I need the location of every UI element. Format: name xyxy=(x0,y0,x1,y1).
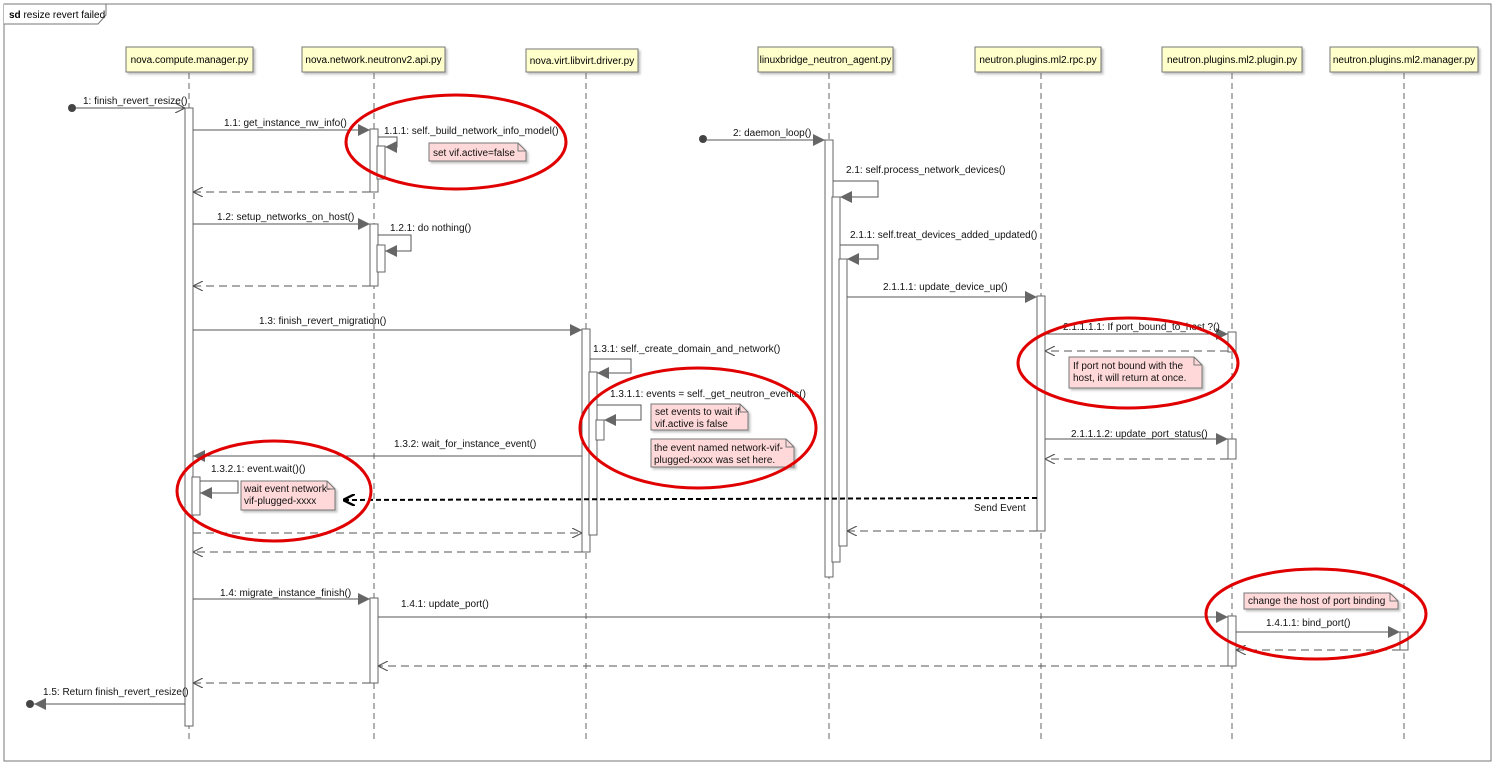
highlight-event-wait xyxy=(175,439,373,543)
lifeline-ml2-plugin-label: neutron.plugins.ml2.plugin.py xyxy=(1167,55,1297,66)
note-wait-event xyxy=(240,480,336,511)
highlight-bind-port xyxy=(1204,567,1428,661)
msg-process-network-devices xyxy=(833,180,879,203)
label-m1: 1: finish_revert_resize() xyxy=(83,96,187,107)
label-m1-4-1-1: 1.4.1.1: bind_port() xyxy=(1266,618,1351,629)
label-m1-2-1: 1.2.1: do nothing() xyxy=(390,223,471,234)
activation-bars xyxy=(184,107,1409,727)
lifeline-headers: nova.compute.manager.py nova.network.neu… xyxy=(125,46,1479,73)
lifeline-ml2-plugin-box xyxy=(1161,46,1303,73)
note-event-named-line-2: plugged-xxxx was set here. xyxy=(654,455,775,466)
msg-get-neutron-events xyxy=(597,404,642,426)
note-port-not-bound-line-2: host, it will return at once. xyxy=(1073,373,1186,384)
msg-do-nothing xyxy=(378,234,412,257)
label-m1-4: 1.4: migrate_instance_finish() xyxy=(220,588,351,599)
label-m2-1: 2.1: self.process_network_devices() xyxy=(846,165,1006,176)
return-messages xyxy=(193,192,1400,683)
notes: set vif.active=false If port not bound w… xyxy=(240,142,1399,610)
note-set-events xyxy=(650,403,749,431)
lifeline-ml2-rpc-box xyxy=(974,46,1102,73)
lifeline-network-api-box xyxy=(301,46,446,73)
message-labels: 1: finish_revert_resize() 1.1: get_insta… xyxy=(43,96,1351,698)
label-m2-1-1-1-1: 2.1.1.1.1: If port_bound_to_host ?() xyxy=(1063,322,1220,333)
label-m1-2: 1.2: setup_networks_on_host() xyxy=(217,212,354,223)
msg-event-wait xyxy=(200,480,239,499)
label-m1-3-2: 1.3.2: wait_for_instance_event() xyxy=(394,439,536,450)
msg-send-event xyxy=(343,498,1038,500)
lifeline-libvirt-driver-label: nova.virt.libvirt.driver.py xyxy=(530,56,634,67)
note-vif-active-line-1: set vif.active=false xyxy=(433,148,515,159)
highlight-ellipses xyxy=(175,93,1428,661)
lifeline-linuxbridge-agent-label: linuxbridge_neutron_agent.py xyxy=(760,55,892,66)
lifeline-libvirt-driver-box xyxy=(525,48,639,73)
note-port-not-bound xyxy=(1068,356,1203,389)
label-m1-3-1: 1.3.1: self._create_domain_and_network() xyxy=(593,344,780,355)
label-m1-3-1-1: 1.3.1.1: events = self._get_neutron_even… xyxy=(610,389,806,400)
diagram-frame xyxy=(3,3,1492,762)
note-event-named xyxy=(650,438,795,468)
lifeline-linuxbridge-agent-box xyxy=(757,46,894,73)
lifeline-compute-manager-label: nova.compute.manager.py xyxy=(131,55,249,66)
start-dot-2 xyxy=(699,135,707,143)
label-m2: 2: daemon_loop() xyxy=(733,128,811,139)
note-change-host-line-1: change the host of port binding xyxy=(1248,596,1385,607)
label-m1-4-1: 1.4.1: update_port() xyxy=(401,599,489,610)
label-m2-1-1: 2.1.1: self.treat_devices_added_updated(… xyxy=(850,230,1037,241)
lifeline-network-api-label: nova.network.neutronv2.api.py xyxy=(305,55,441,66)
highlight-port-bound xyxy=(1016,316,1240,410)
start-dot-1 xyxy=(68,104,76,112)
note-change-host xyxy=(1243,592,1399,610)
label-m1-1: 1.1: get_instance_nw_info() xyxy=(224,118,347,129)
note-wait-event-line-2: vif-plugged-xxxx xyxy=(244,496,316,507)
label-m1-5: 1.5: Return finish_revert_resize() xyxy=(43,687,189,698)
label-send-event: Send Event xyxy=(974,503,1026,514)
frame-title: sd resize revert failed xyxy=(9,10,105,21)
lifeline-ml2-rpc-label: neutron.plugins.ml2.rpc.py xyxy=(979,55,1096,66)
highlight-build-network-info xyxy=(344,93,568,191)
highlight-neutron-events xyxy=(578,366,818,490)
note-set-events-line-2: vif.active is false xyxy=(655,419,728,430)
lifeline-ml2-manager-label: neutron.plugins.ml2.manager.py xyxy=(1333,55,1475,66)
label-m2-1-1-1-2: 2.1.1.1.2: update_port_status() xyxy=(1071,429,1208,440)
sync-messages xyxy=(34,108,1400,710)
lifeline-compute-manager-box xyxy=(125,46,254,73)
msg-treat-devices-added-updated xyxy=(840,244,879,265)
frame-tab xyxy=(4,3,107,25)
msg-build-network-info-model xyxy=(378,136,398,153)
note-event-named-line-1: the event named network-vif- xyxy=(654,443,783,454)
label-m1-1-1: 1.1.1: self._build_network_info_model() xyxy=(384,126,559,137)
note-vif-active xyxy=(428,142,527,162)
label-m2-1-1-1: 2.1.1.1: update_device_up() xyxy=(883,282,1008,293)
note-wait-event-line-1: wait event network- xyxy=(243,484,330,495)
end-dot xyxy=(26,700,34,708)
note-port-not-bound-line-1: If port not bound with the xyxy=(1073,361,1184,372)
label-m1-3-2-1: 1.3.2.1: event.wait()() xyxy=(211,464,305,475)
label-m1-3: 1.3: finish_revert_migration() xyxy=(259,316,386,327)
msg-create-domain-and-network xyxy=(590,358,632,379)
lifeline-ml2-manager-box xyxy=(1329,46,1479,73)
note-set-events-line-1: set events to wait if xyxy=(655,407,740,418)
